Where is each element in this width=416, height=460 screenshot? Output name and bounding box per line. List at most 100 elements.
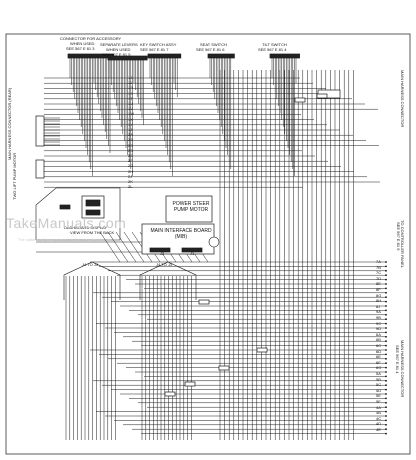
wire-number-left: 1V: [128, 106, 133, 112]
right-terminal: [385, 283, 387, 285]
right-terminal: [385, 287, 387, 290]
right-terminal: [385, 419, 387, 422]
wire-number-left: 1S: [128, 90, 133, 96]
wire-number-left: 1T: [128, 95, 133, 101]
right-terminal: [385, 428, 387, 431]
accessory-connector-sub: WHEN USED: [70, 41, 95, 46]
inline-component: [218, 365, 230, 371]
connector-left-label: J4 TO J3: [82, 262, 99, 267]
right-terminal: [385, 261, 387, 263]
right-terminal: [385, 379, 387, 382]
separate-levers-ref: SEE 567 E 81 5: [102, 52, 131, 57]
right-harness-label: MAIN HARNESS CONNECTOR: [400, 70, 405, 128]
wire-number-right: 7C: [376, 270, 382, 276]
right-terminal: [385, 401, 387, 404]
tilt-switch-label: TILT SWITCH: [262, 42, 287, 47]
mib-link-wire: [107, 231, 129, 263]
wire-number-right: 8H: [376, 298, 382, 304]
inline-component: [316, 93, 328, 99]
right-terminal: [385, 327, 387, 329]
wire-number-right: 5C: [376, 382, 382, 388]
wire-number-left: 1R: [128, 85, 134, 91]
mib-link-wire: [99, 231, 121, 263]
dashboard-led: [59, 204, 71, 210]
right-terminal: [385, 274, 387, 277]
wire-number-left: 1Z: [128, 127, 133, 132]
wire-number-right: 7B: [376, 264, 381, 270]
seat-switch-label: SEAT SWITCH: [200, 42, 227, 47]
wire-number-left: 2E: [128, 153, 133, 158]
right-terminal: [385, 296, 387, 299]
mib-j2-connector: [149, 247, 171, 253]
wire-number-right: 5D: [376, 387, 382, 393]
watermark-sub: The watermark only appears on this sampl…: [18, 237, 96, 242]
dashboard-lcd: [85, 199, 101, 207]
mib-j1-label: J1: [190, 251, 195, 256]
right-terminal: [385, 291, 387, 294]
component-group: [35, 53, 341, 397]
wire-number-left: 2D: [128, 147, 134, 153]
top-connector-block: [207, 53, 235, 59]
wire-number-right: 5A: [376, 371, 381, 376]
right-terminal: [385, 362, 387, 365]
wire-number-right: 6G: [376, 365, 382, 371]
power-steer-box: [165, 195, 213, 223]
dashboard-sub: VIEW FROM THE BACK: [70, 230, 115, 235]
sheet-border: [5, 33, 411, 455]
connector-group: [385, 261, 387, 435]
power-steer-label: POWER STEER PUMP MOTOR: [172, 201, 210, 213]
left-motor-connector: [35, 159, 45, 179]
wire-number-left: 2K: [128, 179, 133, 184]
wire-number-left: 2B: [128, 137, 133, 143]
accessory-connector-ref: SEE 567 E 81 3: [66, 46, 95, 51]
inline-component: [256, 347, 268, 353]
top-connector-block: [107, 55, 148, 61]
wire-number-right: 6C: [376, 343, 382, 348]
right-terminal: [385, 432, 387, 435]
wire-number-right: 4C: [376, 415, 382, 421]
mib-label: MAIN INTERFACE BOARD (MIB): [150, 228, 212, 240]
right-terminal: [385, 344, 387, 347]
right-terminal: [385, 331, 387, 334]
right-terminal: [385, 371, 387, 373]
right-terminal: [385, 415, 387, 417]
wire-number-left: 1U: [128, 101, 134, 106]
connector-house-left: [63, 261, 121, 300]
right-terminal: [385, 388, 387, 391]
connector-right-label: J4 TO J3: [156, 262, 173, 267]
wire-number-left: 2C: [128, 142, 134, 148]
wire-number-right: 5F: [376, 399, 381, 404]
right-terminal: [385, 410, 387, 413]
wire-number-left: 2F: [128, 158, 133, 164]
dashboard-lcd2: [85, 209, 101, 216]
right-terminal: [385, 322, 387, 325]
wire-number-left: 1X: [128, 116, 133, 122]
right-terminal: [385, 340, 387, 343]
watermark: TakeManuals.com: [6, 215, 127, 231]
wire-number-right: 6D: [376, 348, 382, 354]
wire-number-right: 4B: [376, 410, 381, 416]
accessory-connector-label: CONNECTOR FOR ACCESSORY: [60, 36, 122, 41]
wire-number-right: 6B: [376, 337, 381, 343]
key-switch-label: KEY SWITCH ASSY: [140, 42, 177, 47]
wire-number-left: 11: [128, 80, 133, 86]
wire-number-left: 2L: [128, 184, 133, 190]
right-terminal: [385, 357, 387, 360]
key-switch-ref: SEE 567 E 81 7: [140, 47, 169, 52]
main-harness-right-ref: SEE 567 E 81 4: [395, 345, 400, 374]
right-terminal: [385, 397, 387, 400]
right-terminal: [385, 309, 387, 312]
left-harness-connector: [35, 115, 45, 147]
splice-node: [208, 236, 220, 248]
inline-component: [294, 97, 306, 103]
wire-number-right: 5B: [376, 376, 381, 382]
right-terminal: [385, 318, 387, 321]
mib-link-wire: [115, 231, 137, 263]
wire-number-right: 6E: [376, 354, 381, 360]
dashboard-label: DASHBOARD DISPLAY: [64, 225, 108, 230]
right-terminal: [385, 353, 387, 356]
tilt-switch-ref: SEE 567 E 81 4: [258, 47, 287, 52]
wire-number-right: 6A: [376, 331, 381, 337]
top-connector-block: [269, 53, 300, 59]
